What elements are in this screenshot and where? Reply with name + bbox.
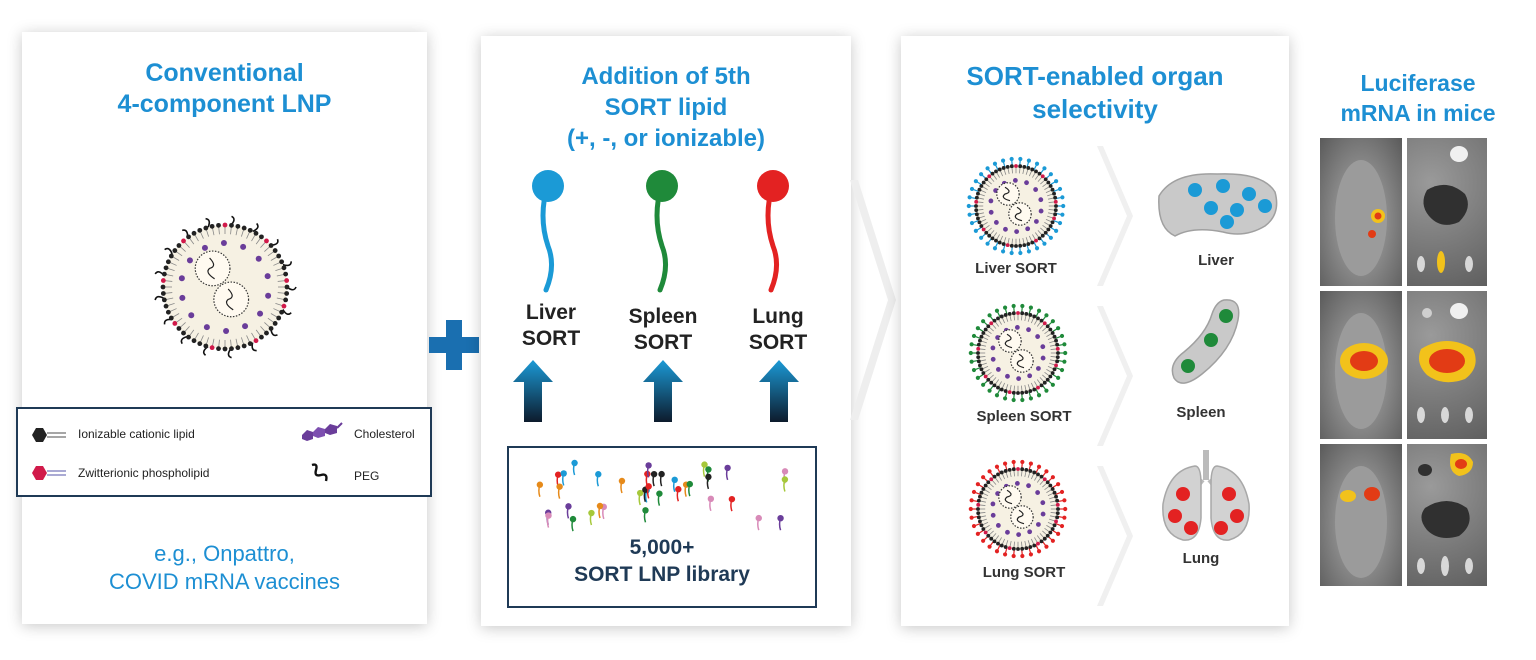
legend-zwitterionic-label: Zwitterionic phospholipid	[78, 466, 210, 480]
organs-spleen-image	[1407, 291, 1487, 439]
lipid-library-scatter	[536, 459, 789, 532]
lung-sort-lnp-label: Lung SORT	[982, 564, 1066, 581]
spleen-sort-label: Spleen SORT	[628, 305, 698, 354]
plus-icon	[429, 320, 479, 370]
sort-lipid-icon	[646, 170, 678, 293]
up-arrow-icon	[759, 360, 799, 422]
spleen-organ-icon	[1171, 299, 1240, 384]
organs-lung-image	[1407, 444, 1487, 586]
lung-organ-label: Lung	[1182, 550, 1220, 567]
conventional-lnp-particle	[154, 215, 297, 359]
peg-icon	[311, 463, 328, 482]
cholesterol-icon	[302, 422, 343, 441]
legend-ionizable-label: Ionizable cationic lipid	[78, 427, 195, 441]
liver-sort-lnp	[966, 156, 1066, 256]
liver-organ-label: Liver	[1198, 252, 1234, 269]
library-label: 5,000+ SORT LNP library	[574, 536, 750, 586]
panel2-title: Addition of 5th SORT lipid (+, -, or ion…	[566, 63, 765, 152]
up-arrow-icon	[643, 360, 683, 422]
lung-organ-icon	[1162, 450, 1250, 541]
legend-cholesterol-label: Cholesterol	[354, 427, 415, 441]
ionizable-lipid-icon	[32, 428, 66, 442]
panel4-title: Luciferase mRNA in mice	[1340, 70, 1496, 126]
mouse-liver-whole-body-image	[1320, 138, 1402, 286]
mouse-spleen-whole-body-image	[1320, 291, 1402, 439]
panel1-footer: e.g., Onpattro, COVID mRNA vaccines	[108, 541, 341, 594]
row-chevrons	[1097, 146, 1133, 606]
liver-sort-label: Liver SORT	[521, 301, 581, 350]
mouse-lung-whole-body-image	[1320, 444, 1402, 586]
sort-library-box: 5,000+ SORT LNP library	[507, 446, 817, 608]
spleen-sort-lnp	[968, 303, 1068, 403]
liver-organ-icon	[1158, 173, 1278, 237]
liver-sort-lnp-label: Liver SORT	[975, 260, 1057, 277]
lung-sort-lnp	[968, 459, 1068, 559]
lung-sort-label: Lung SORT	[748, 305, 808, 354]
panel-sort-lipid: Addition of 5th SORT lipid (+, -, or ion…	[481, 36, 851, 626]
legend-box: Ionizable cationic lipid Cholesterol Zwi…	[16, 407, 432, 497]
up-arrows	[513, 360, 799, 422]
organs-liver-image	[1407, 138, 1487, 286]
chevron-right-icon	[850, 180, 896, 420]
up-arrow-icon	[513, 360, 553, 422]
panel1-title: Conventional 4-component LNP	[117, 59, 332, 118]
panel-organ-selectivity: SORT-enabled organ selectivity Liver SOR…	[901, 36, 1289, 626]
panel-conventional-lnp: Conventional 4-component LNP Ionizable c…	[16, 32, 432, 624]
sort-lipid-heads	[532, 170, 789, 293]
spleen-sort-lnp-label: Spleen SORT	[976, 408, 1072, 425]
sort-lipid-icon	[757, 170, 789, 293]
panel3-title: SORT-enabled organ selectivity	[966, 61, 1224, 124]
zwitterionic-lipid-icon	[32, 466, 66, 480]
sort-lipid-icon	[532, 170, 564, 293]
spleen-organ-label: Spleen	[1176, 404, 1226, 421]
legend-peg-label: PEG	[354, 469, 380, 483]
